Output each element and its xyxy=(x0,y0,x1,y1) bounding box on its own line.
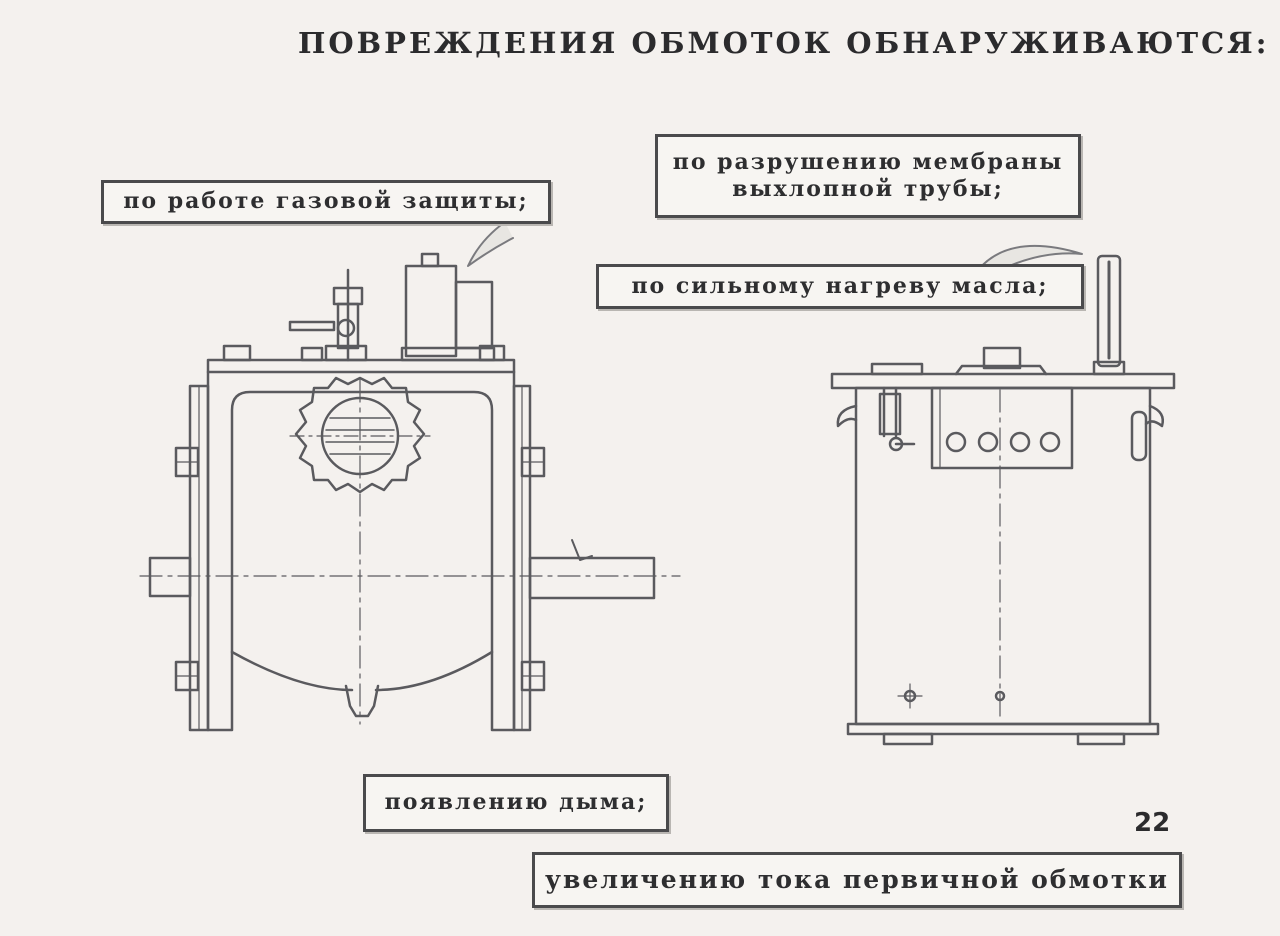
label-gas-protection: по работе газовой защиты; xyxy=(101,180,551,224)
label-smoke: появлению дыма; xyxy=(363,774,669,832)
label-primary-current: увеличению тока первичной обмотки xyxy=(532,852,1182,908)
label-oil-heating: по сильному нагреву масла; xyxy=(596,264,1084,309)
page-number: 22 xyxy=(1134,808,1171,838)
transformer-side-view xyxy=(139,221,681,732)
label-membrane-rupture: по разрушению мембраны выхлопной трубы; xyxy=(655,134,1081,218)
page-title: ПОВРЕЖДЕНИЯ ОБМОТОК ОБНАРУЖИВАЮТСЯ: xyxy=(298,26,1270,60)
transformer-front-view xyxy=(830,244,1176,746)
